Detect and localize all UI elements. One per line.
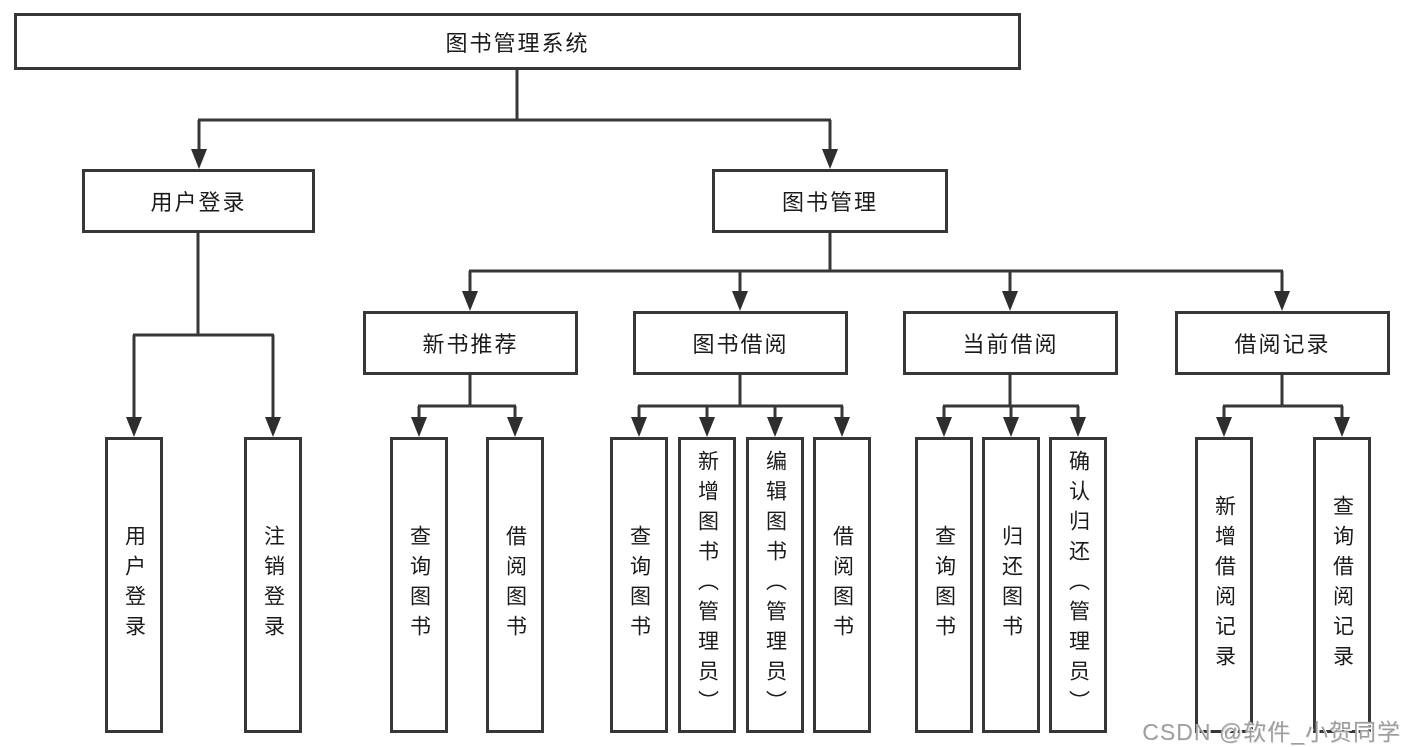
- leaf-query-borrow-record: 查询借阅记录: [1313, 437, 1371, 733]
- edge-borrow-to-leaves: [637, 375, 844, 420]
- edge-userlogin-to-leaves: [132, 233, 275, 420]
- edge-records-to-leaves: [1222, 375, 1344, 420]
- leaf-borrow-books: 借阅图书: [813, 437, 871, 733]
- leaf-logout: 注销登录: [244, 437, 302, 733]
- node-book-management: 图书管理: [712, 169, 948, 233]
- edge-bookmgmt-to-level3: [468, 233, 1284, 294]
- node-book-borrow: 图书借阅: [633, 311, 848, 375]
- leaf-label: 新增借阅记录: [1212, 495, 1236, 675]
- leaf-add-book-admin: 新增图书（管理员）: [678, 437, 736, 733]
- leaf-user-login: 用户登录: [105, 437, 163, 733]
- leaf-label: 借阅图书: [830, 525, 854, 645]
- leaf-add-borrow-record: 新增借阅记录: [1195, 437, 1253, 733]
- edge-current-to-leaves: [942, 375, 1080, 420]
- edge-root-to-level2: [197, 70, 832, 152]
- leaf-label: 借阅图书: [503, 525, 527, 645]
- leaf-label: 新增图书（管理员）: [695, 450, 719, 720]
- leaf-label: 编辑图书（管理员）: [763, 450, 787, 720]
- node-borrow-records: 借阅记录: [1175, 311, 1390, 375]
- leaf-query-books-borrow: 查询图书: [610, 437, 668, 733]
- leaf-label: 查询图书: [932, 525, 956, 645]
- leaf-edit-book-admin: 编辑图书（管理员）: [746, 437, 804, 733]
- node-new-book-recommend: 新书推荐: [363, 311, 578, 375]
- leaf-label: 查询图书: [407, 525, 431, 645]
- node-root-system: 图书管理系统: [14, 13, 1021, 70]
- leaf-label: 查询借阅记录: [1330, 495, 1354, 675]
- edge-newbook-to-leaves: [417, 375, 517, 420]
- leaf-borrow-books-recommend: 借阅图书: [486, 437, 544, 733]
- csdn-watermark: CSDN @软件_小贺同学: [1142, 719, 1401, 745]
- node-current-borrow: 当前借阅: [903, 311, 1118, 375]
- leaf-label: 确认归还（管理员）: [1066, 450, 1090, 720]
- leaf-label: 查询图书: [627, 525, 651, 645]
- node-user-login: 用户登录: [82, 169, 315, 233]
- arrowheads: [126, 149, 1350, 437]
- leaf-query-books-current: 查询图书: [915, 437, 973, 733]
- leaf-label: 归还图书: [999, 525, 1023, 645]
- leaf-label: 用户登录: [122, 525, 146, 645]
- leaf-return-book: 归还图书: [982, 437, 1040, 733]
- leaf-query-books-recommend: 查询图书: [390, 437, 448, 733]
- leaf-confirm-return-admin: 确认归还（管理员）: [1049, 437, 1107, 733]
- leaf-label: 注销登录: [261, 525, 285, 645]
